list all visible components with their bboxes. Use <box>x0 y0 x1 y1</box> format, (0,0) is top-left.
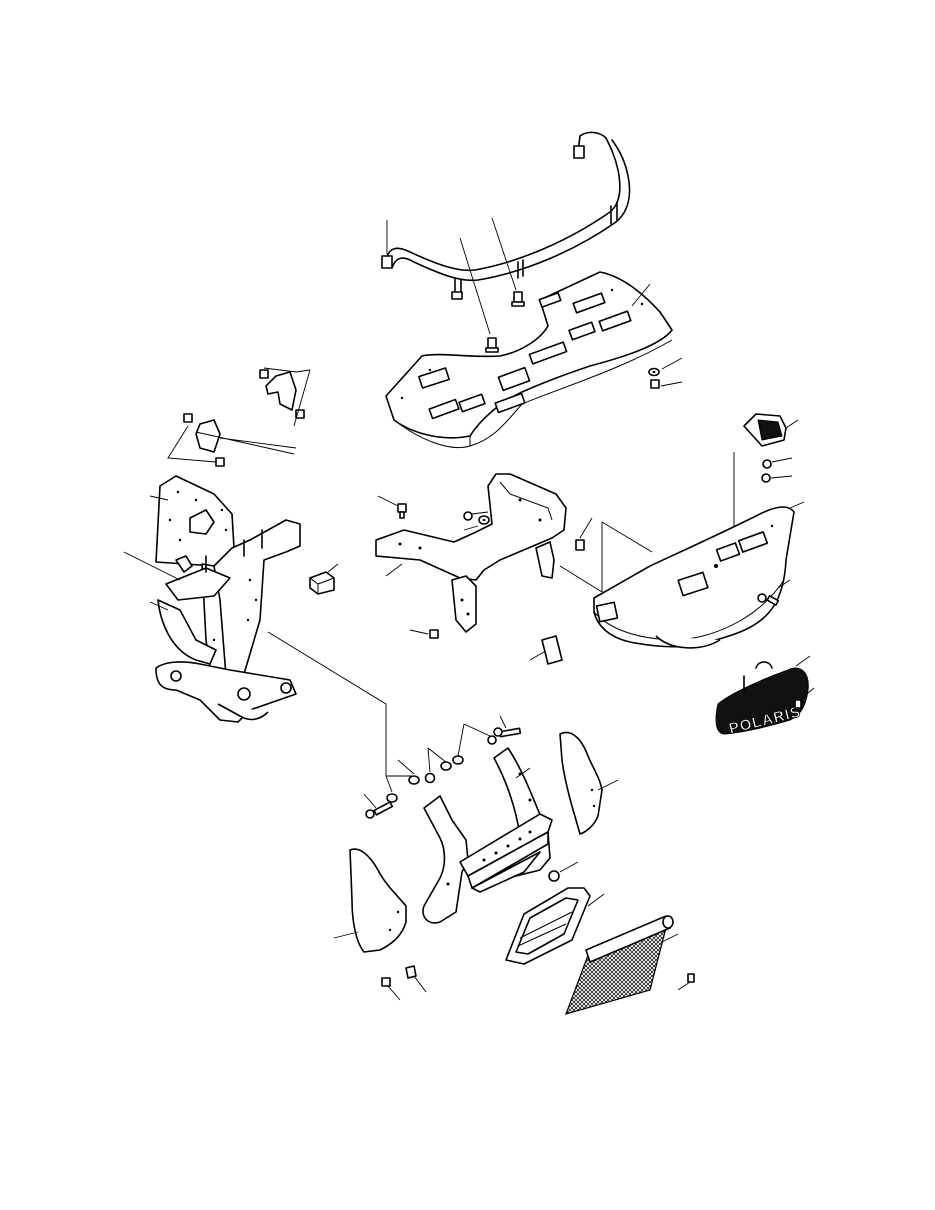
grille-nut <box>548 870 560 882</box>
frame <box>155 475 301 723</box>
support-screw-lower <box>429 629 439 639</box>
side-panel-right <box>559 731 603 835</box>
license-screw <box>794 699 802 709</box>
push-rivet-right <box>405 965 417 979</box>
front-bumper-bolt-right <box>493 727 522 738</box>
reflector-decal <box>541 635 563 665</box>
tail-light-nut-1 <box>762 459 772 469</box>
rear-rack-bar <box>381 131 631 300</box>
push-rivet-left <box>381 977 391 987</box>
rubber-block <box>309 571 335 595</box>
rack-washer <box>648 367 660 377</box>
rear-rack-plate <box>385 271 673 449</box>
support-bolt <box>397 503 407 519</box>
tail-light-nut-2 <box>761 473 771 483</box>
front-bumper-bolt-left <box>365 801 394 819</box>
bracket-set-upper <box>259 369 305 419</box>
bracket-set-lower <box>183 413 225 467</box>
tail-light <box>743 413 787 447</box>
rack-screw <box>650 379 660 389</box>
support-side-bolt <box>575 539 585 551</box>
side-panel-left <box>349 848 407 953</box>
rack-mount-bolt-center <box>511 291 525 307</box>
rack-mount-bolt-left <box>485 337 499 353</box>
rear-support-bracket <box>375 473 567 633</box>
front-washers-left <box>386 775 420 803</box>
grille-mesh <box>565 915 674 1015</box>
grille-frame <box>505 887 591 965</box>
bumper-screw <box>757 593 780 606</box>
grille-screw <box>687 973 695 983</box>
front-bumper-frame <box>422 747 553 924</box>
support-washer <box>478 515 490 525</box>
support-nut <box>463 511 473 521</box>
front-washers-right <box>452 735 497 765</box>
rear-bumper <box>593 506 795 649</box>
